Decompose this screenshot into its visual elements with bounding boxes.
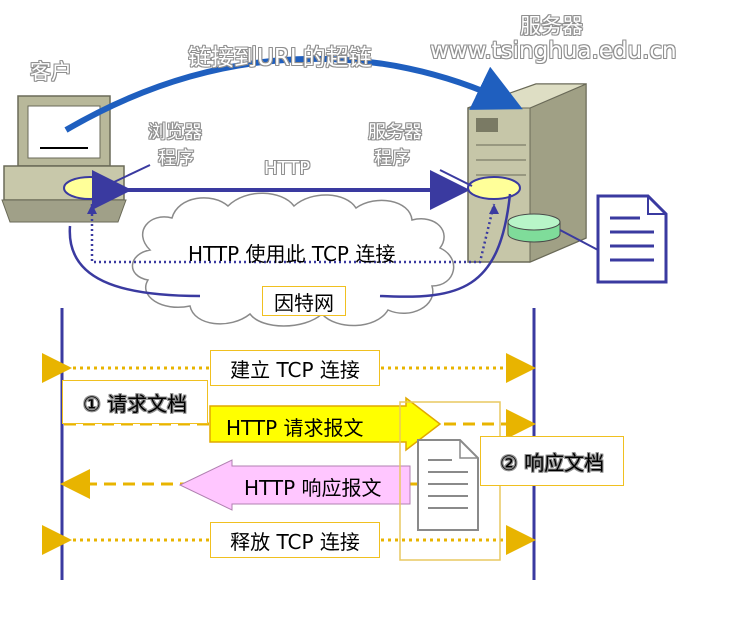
browser-pointer-line — [111, 164, 151, 184]
internet-label: 因特网 — [262, 286, 346, 316]
release-tcp-label: 释放 TCP 连接 — [210, 522, 380, 558]
server-pointer-line — [439, 169, 473, 187]
http-request-block-arrow — [209, 396, 442, 452]
db-to-document-line — [559, 229, 599, 251]
request-document-label: ① 请求文档 — [62, 380, 208, 424]
document-icon — [596, 194, 668, 284]
http-label: HTTP — [264, 158, 311, 179]
tcp-solid-left — [68, 225, 201, 298]
server-program-node — [467, 176, 521, 200]
hyperlink-arrow — [64, 55, 523, 133]
tcp-use-label: HTTP 使用此 TCP 连接 — [188, 242, 396, 266]
server-label: 服务器 — [520, 14, 583, 38]
browser-label-line1: 浏览器 — [148, 122, 202, 143]
respond-document-label: ② 响应文档 — [480, 436, 624, 486]
url-label: www.tsinghua.edu.cn — [430, 38, 677, 64]
client-label: 客户 — [30, 60, 72, 84]
client-computer-icon — [1, 95, 127, 223]
database-icon — [507, 213, 561, 243]
establish-tcp-label: 建立 TCP 连接 — [210, 350, 380, 386]
hyperlink-label: 链接到URL的超链 — [188, 45, 372, 71]
http-request-label: HTTP 请求报文 — [226, 416, 364, 440]
browser-program-node — [63, 176, 117, 200]
server-program-label-line2: 程序 — [374, 148, 410, 169]
response-document-icon — [417, 439, 479, 531]
browser-label-line2: 程序 — [158, 148, 194, 169]
tcp-dotted-path — [90, 203, 496, 264]
server-program-label-line1: 服务器 — [368, 122, 422, 143]
http-response-label: HTTP 响应报文 — [244, 476, 382, 500]
http-response-block-arrow — [178, 459, 411, 511]
tcp-solid-right — [379, 193, 512, 298]
